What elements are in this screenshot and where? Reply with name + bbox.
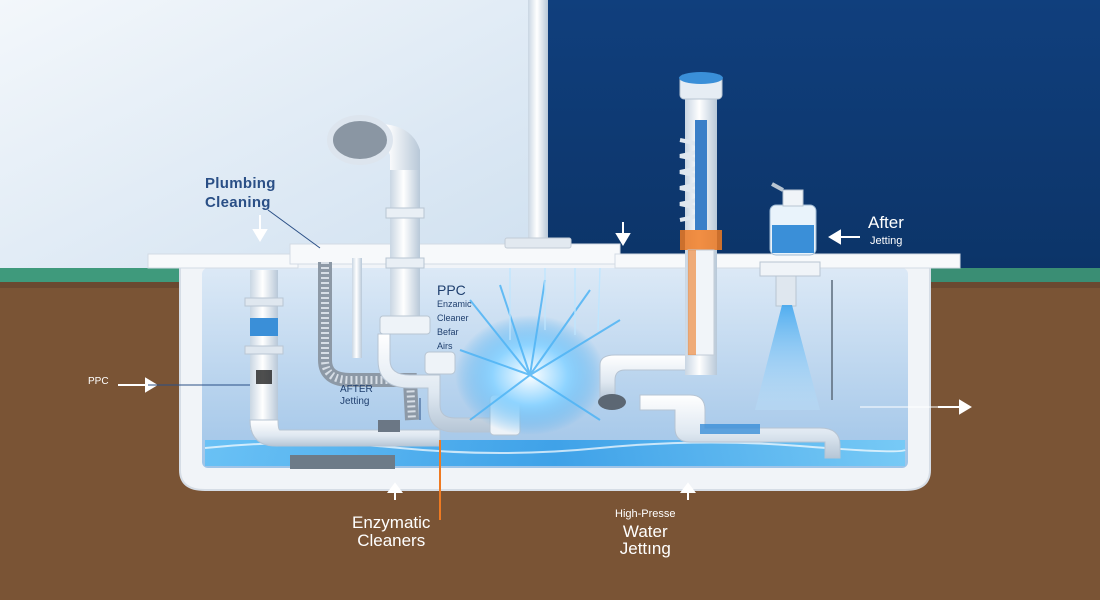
spray-nozzle [759,261,821,277]
label-ppc-left: PPC [88,376,109,387]
right-drain-pipe [599,354,701,401]
vent-opening [327,115,393,165]
drain-slab [290,455,395,469]
grass-left [0,268,190,284]
label-ppc-enzymatic: PPC Enzamic Cleaner Befar Airs [437,282,472,351]
sky-left [0,0,548,275]
sky-right [548,0,1100,275]
spray-jet [755,305,820,410]
grass-right [915,268,1100,284]
annotation-arrows [118,215,972,500]
label-high-pressure-jetting: High-Presse Water Jettıng [615,508,676,558]
vent-pipe [390,160,420,330]
center-rod [528,0,548,240]
tank-rim-left [147,253,299,269]
